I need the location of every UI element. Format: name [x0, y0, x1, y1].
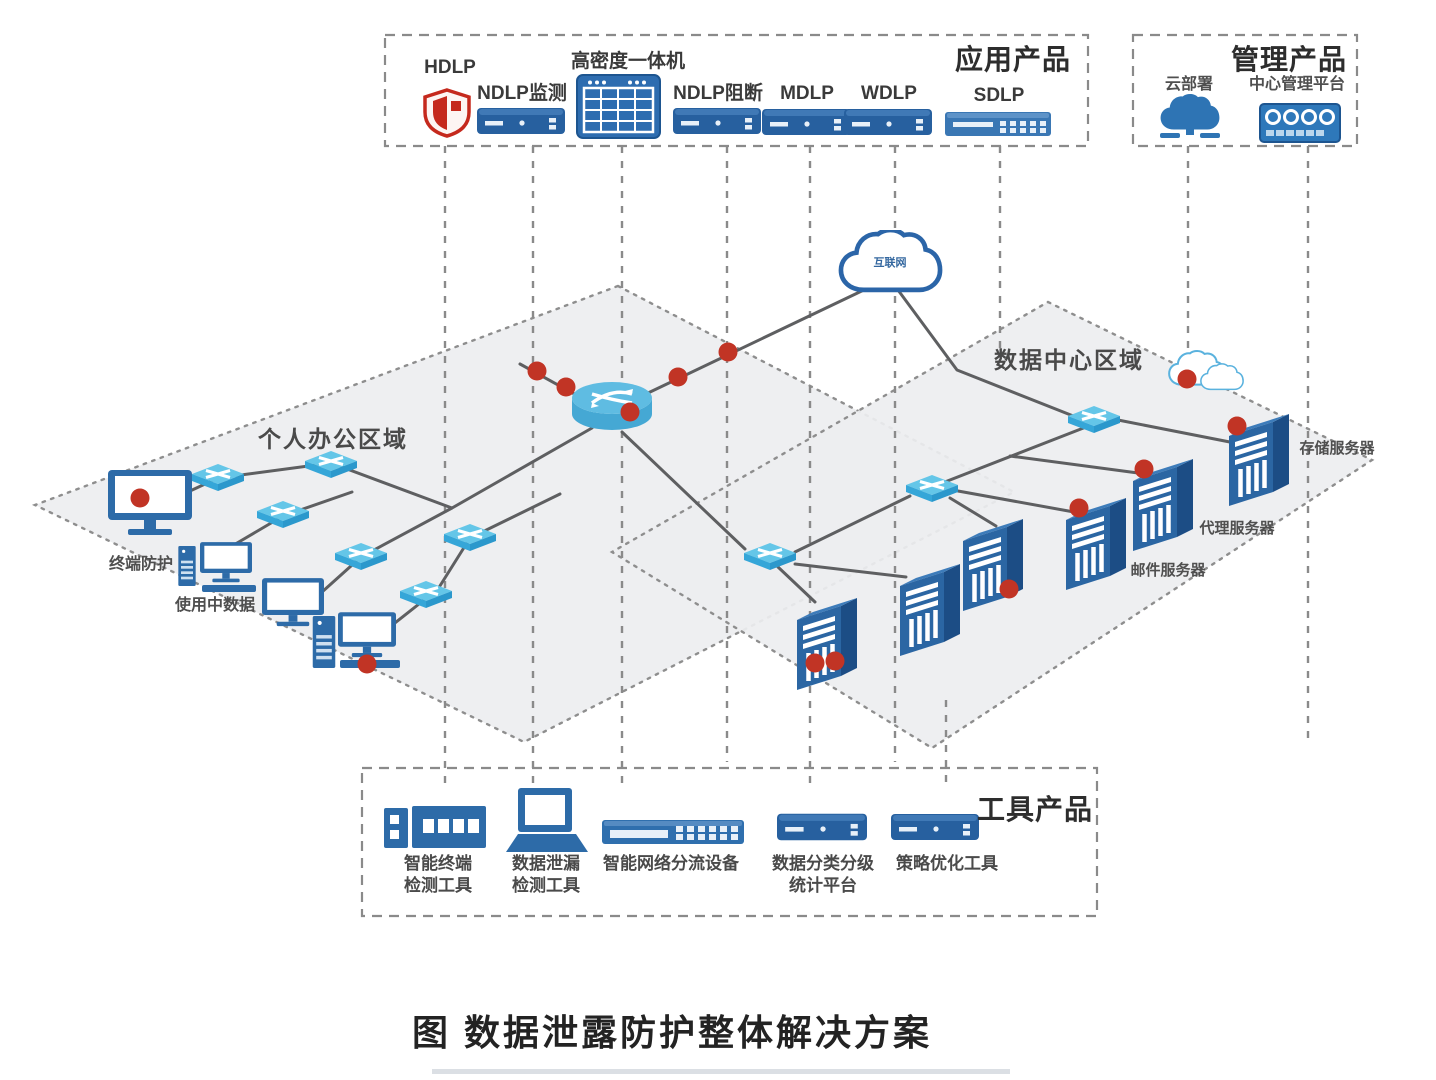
application-products-box — [383, 33, 1090, 148]
storage-server-label: 存储服务器 — [1299, 440, 1375, 457]
caption-underline — [432, 1069, 1010, 1074]
proxy-server-label: 代理服务器 — [1199, 520, 1275, 537]
tool-label-leak-detect: 数据泄漏 检测工具 — [512, 854, 580, 896]
central-management-platform-icon — [1259, 103, 1341, 143]
tool-products-title: 工具产品 — [976, 794, 1094, 825]
management-products-title: 管理产品 — [1230, 44, 1348, 75]
ndlp-monitor-appliance-icon — [477, 108, 565, 134]
item-label-mdlp: MDLP — [780, 83, 834, 104]
datacenter-zone-label: 数据中心区域 — [994, 347, 1144, 373]
data-in-use-desktop-icon — [178, 542, 256, 592]
terminal-detect-tool-icon — [384, 806, 486, 848]
cloud-deploy-icon — [1160, 94, 1220, 138]
item-label-sdlp: SDLP — [973, 85, 1025, 106]
router-icon — [572, 382, 652, 430]
tool-label-classify-platform: 数据分类分级 统计平台 — [772, 854, 874, 896]
hdlp-shield-icon — [423, 88, 471, 138]
item-label-hdlp: HDLP — [424, 57, 476, 78]
internet-cloud-label: 互联网 — [873, 257, 907, 269]
item-label-central-platform: 中心管理平台 — [1248, 76, 1346, 93]
mdlp-appliance-icon — [762, 109, 850, 135]
tool-label-traffic-splitter: 智能网络分流设备 — [603, 854, 739, 873]
application-products-title: 应用产品 — [954, 44, 1072, 75]
tool-label-policy-tool: 策略优化工具 — [896, 854, 998, 873]
policy-tool-appliance-icon — [891, 814, 979, 840]
wdlp-appliance-icon — [844, 109, 932, 135]
ndlp-block-appliance-icon — [673, 108, 761, 134]
classify-platform-appliance-icon — [777, 813, 867, 841]
terminal-protection-label: 终端防护 — [108, 556, 174, 573]
tool-products-box — [360, 766, 1099, 918]
dashed-connectors — [443, 146, 1310, 786]
mail-server-label: 邮件服务器 — [1130, 562, 1206, 579]
item-label-ndlp-monitor: NDLP监测 — [477, 83, 567, 104]
item-label-wdlp: WDLP — [861, 83, 917, 104]
figure-caption: 图 数据泄露防护整体解决方案 — [411, 1012, 933, 1053]
high-density-unit-icon — [576, 74, 661, 139]
traffic-splitter-icon — [602, 820, 744, 844]
item-label-cloud-deploy: 云部署 — [1164, 76, 1214, 93]
office-zone-label: 个人办公区域 — [258, 426, 408, 452]
leak-detect-laptop-icon — [506, 788, 588, 852]
sdlp-appliance-icon — [945, 112, 1051, 136]
data-in-use-label: 使用中数据 — [174, 597, 256, 614]
management-products-box — [1131, 33, 1359, 148]
tool-label-terminal-detect: 智能终端 检测工具 — [404, 854, 472, 896]
alert-dots — [130, 342, 1247, 674]
item-label-ndlp-block: NDLP阻断 — [673, 83, 763, 104]
item-label-high-density: 高密度一体机 — [570, 51, 686, 72]
